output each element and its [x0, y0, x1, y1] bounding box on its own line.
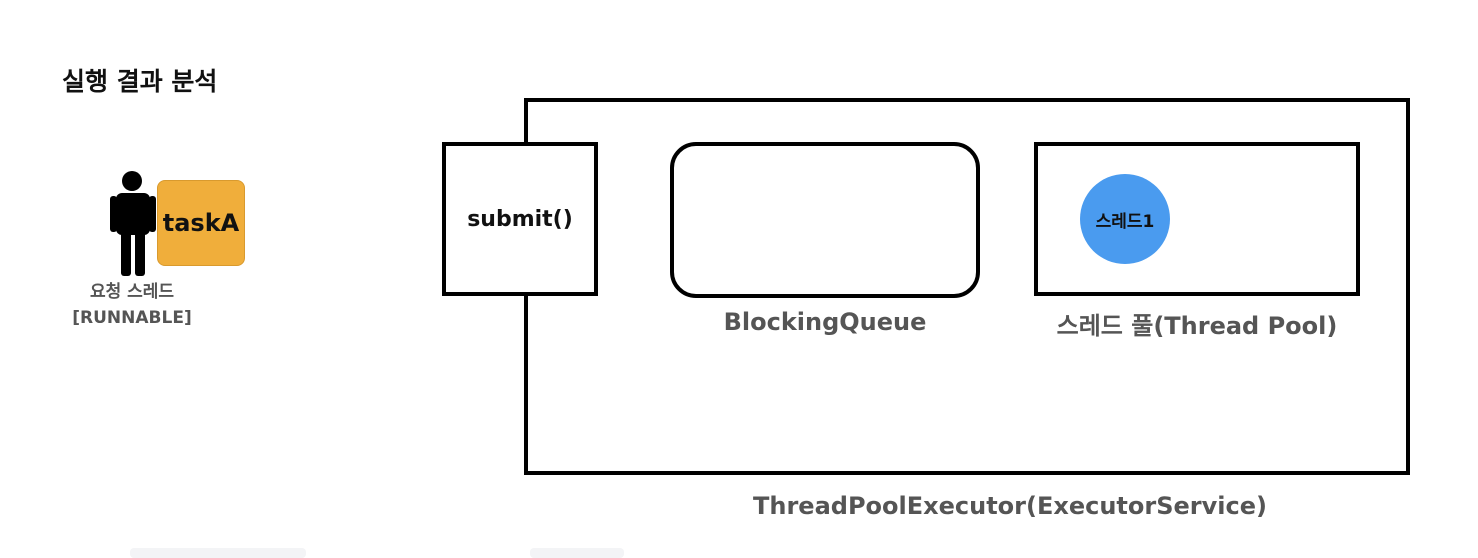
- thread-pool-label: 스레드 풀(Thread Pool): [1056, 312, 1338, 340]
- submit-box: submit(): [442, 142, 598, 296]
- divider: [130, 548, 306, 558]
- executor-label: ThreadPoolExecutor(ExecutorService): [753, 492, 1267, 520]
- blocking-queue-box: [670, 142, 980, 298]
- thread-circle: 스레드1: [1080, 174, 1170, 264]
- divider: [530, 548, 624, 558]
- request-thread-name: 요청 스레드: [89, 282, 175, 302]
- section-title: 실행 결과 분석: [62, 67, 218, 96]
- person-icon: [110, 171, 156, 276]
- blocking-queue-label: BlockingQueue: [723, 308, 927, 336]
- thread-label: 스레드1: [1095, 211, 1155, 232]
- request-thread-caption: 요청 스레드 [RUNNABLE]: [62, 279, 202, 331]
- task-card: taskA: [157, 180, 245, 266]
- submit-label: submit(): [467, 206, 573, 232]
- request-thread-state: [RUNNABLE]: [72, 308, 192, 328]
